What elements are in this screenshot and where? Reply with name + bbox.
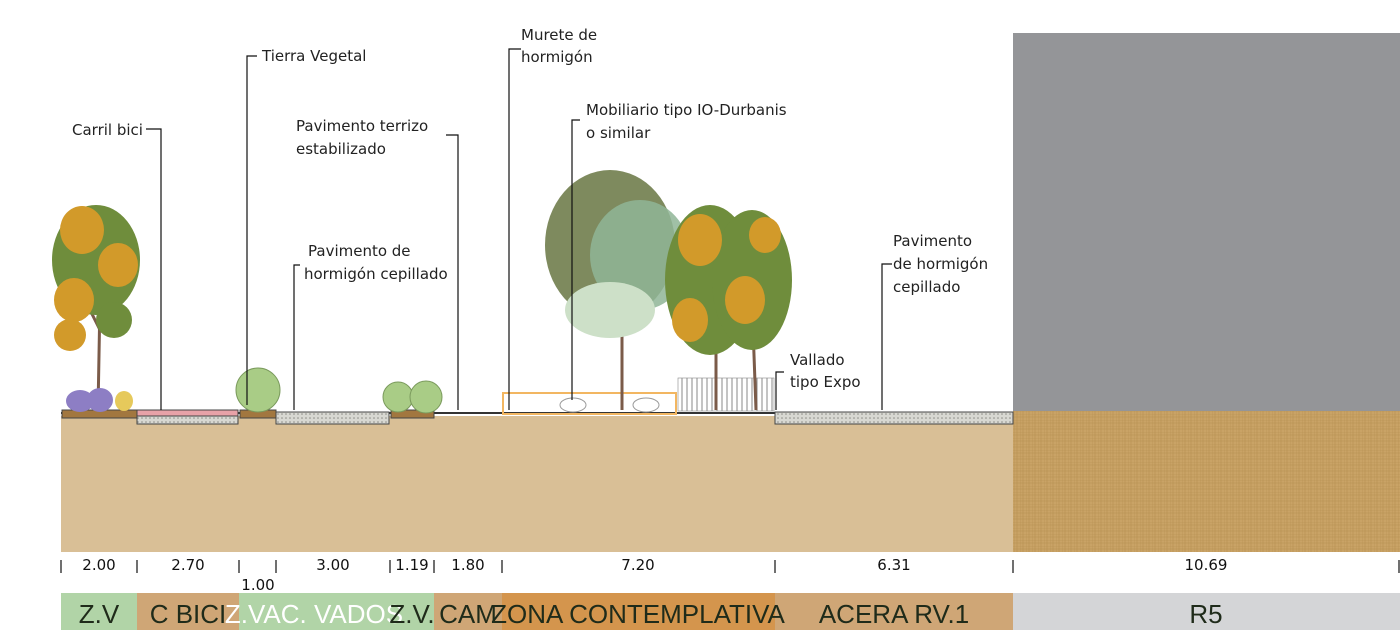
zone-zv (61, 593, 137, 630)
zone-label-zv2: Z.V. (389, 599, 434, 629)
zone-contemplativa (502, 593, 775, 630)
dim-7-20: 7.20 (621, 556, 654, 574)
zone-label-acera: ACERA RV.1 (819, 599, 969, 629)
building-r5 (1013, 33, 1400, 411)
label-hormigon-cep-2: hormigón cepillado (304, 265, 448, 283)
zone-zv2 (390, 593, 434, 630)
zone-r5 (1013, 593, 1400, 630)
label-pav-right-3: cepillado (893, 278, 960, 296)
label-pav-right-1: Pavimento (893, 232, 972, 250)
shrub-vegetal (235, 367, 281, 413)
zone-label-zv: Z.V (79, 599, 120, 629)
dim-1-80: 1.80 (451, 556, 484, 574)
planter-right (390, 409, 435, 419)
label-vallado-2: tipo Expo (790, 373, 861, 391)
label-tierra-vegetal: Tierra Vegetal (261, 47, 366, 65)
zone-label-contemplativa: ZONA CONTEMPLATIVA (491, 599, 785, 629)
trees-right (665, 205, 792, 411)
label-murete-1: Murete de (521, 26, 597, 44)
label-pav-right-2: de hormigón (893, 255, 988, 273)
zone-zvac (239, 593, 390, 630)
bike-lane-surface (136, 409, 239, 417)
zone-acera (775, 593, 1013, 630)
shrubs-lavender (66, 388, 133, 412)
bench-2 (632, 397, 660, 413)
label-terrizo-1: Pavimento terrizo (296, 117, 428, 135)
bench-1 (559, 397, 587, 413)
soil-section (61, 416, 1013, 552)
paving-right-base (774, 411, 1014, 425)
leader-lines (146, 48, 892, 410)
dim-1-00: 1.00 (241, 576, 274, 594)
zone-label-cbici: C BICI (150, 599, 227, 629)
paving-left-base (275, 411, 390, 425)
zone-label-r5: R5 (1189, 599, 1222, 629)
shrub-mid (382, 380, 443, 414)
label-vallado-1: Vallado (790, 351, 845, 369)
zone-cbici (137, 593, 239, 630)
label-terrizo-2: estabilizado (296, 140, 386, 158)
label-mobiliario-2: o similar (586, 124, 651, 142)
murete (502, 392, 677, 415)
tree-left (52, 205, 140, 411)
soil-r5 (1013, 411, 1400, 552)
dim-2-00: 2.00 (82, 556, 115, 574)
label-murete-2: hormigón (521, 48, 593, 66)
bike-lane-base (136, 415, 239, 425)
dim-10-69: 10.69 (1185, 556, 1228, 574)
label-hormigon-cep-1: Pavimento de (308, 242, 411, 260)
label-carril-bici: Carril bici (72, 121, 143, 139)
dim-3-00: 3.00 (316, 556, 349, 574)
dim-1-19: 1.19 (395, 556, 428, 574)
label-mobiliario-1: Mobiliario tipo IO-Durbanis (586, 101, 787, 119)
dim-2-70: 2.70 (171, 556, 204, 574)
tree-big-green (545, 170, 690, 410)
zone-label-cam: CAM (439, 599, 497, 629)
zone-label-zvac: Z.VAC. VADOS (225, 599, 403, 629)
dimension-line (60, 560, 1400, 573)
fence-expo (677, 377, 775, 412)
zone-cam (434, 593, 502, 630)
dim-6-31: 6.31 (877, 556, 910, 574)
